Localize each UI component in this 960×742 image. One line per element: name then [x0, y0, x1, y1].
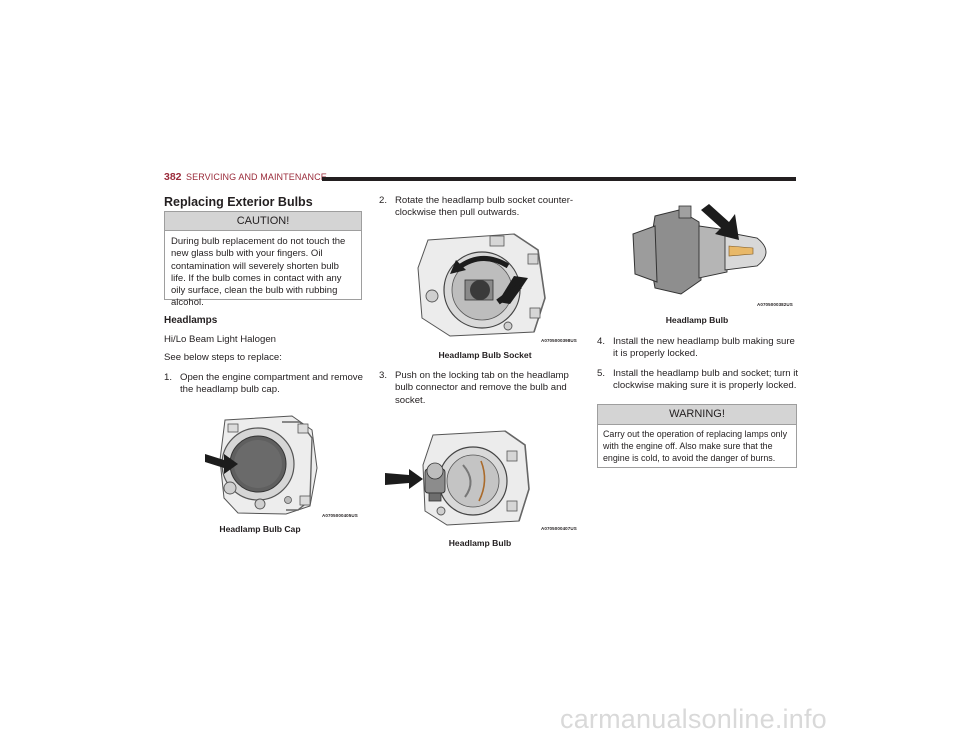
- header-rule: [322, 177, 796, 181]
- figure-code: A0705000405US: [322, 513, 358, 518]
- step-number: 4.: [597, 336, 606, 347]
- figure-code: A0705000382US: [757, 302, 793, 307]
- page-heading: Replacing Exterior Bulbs: [164, 195, 313, 209]
- watermark: carmanualsonline.info: [560, 704, 827, 734]
- figure-code: A0705000398US: [541, 338, 577, 343]
- headlamps-subheading: Headlamps: [164, 315, 218, 326]
- step-2: 2. Rotate the headlamp bulb socket count…: [379, 195, 581, 220]
- step-text: Install the new headlamp bulb making sur…: [613, 336, 795, 360]
- warning-box: WARNING! Carry out the operation of repl…: [597, 404, 797, 468]
- caution-title: CAUTION!: [165, 212, 361, 231]
- intro-steps-lead: See below steps to replace:: [164, 352, 282, 363]
- caution-text: During bulb replacement do not touch the…: [171, 236, 346, 309]
- section-title: SERVICING AND MAINTENANCE: [186, 171, 327, 182]
- step-1: 1. Open the engine compartment and remov…: [164, 372, 366, 397]
- figure-caption: Headlamp Bulb Socket: [438, 350, 532, 360]
- page-number: 382: [164, 171, 182, 183]
- caution-box: CAUTION! During bulb replacement do not …: [164, 211, 362, 308]
- step-text: Install the headlamp bulb and socket; tu…: [613, 368, 799, 392]
- figure-caption: Headlamp Bulb Cap: [219, 524, 301, 534]
- step-text: Rotate the headlamp bulb socket counter-…: [395, 195, 574, 219]
- figure-caption: Headlamp Bulb: [448, 538, 512, 548]
- step-number: 5.: [597, 368, 606, 379]
- step-text: Open the engine compartment and remove t…: [180, 372, 363, 396]
- warning-title: WARNING!: [598, 405, 796, 425]
- figure-code: A0705000407US: [541, 526, 577, 531]
- step-4: 4. Install the new headlamp bulb making …: [597, 336, 799, 361]
- step-number: 3.: [379, 370, 388, 381]
- warning-text: Carry out the operation of replacing lam…: [603, 429, 788, 463]
- headlamp-bulb-figure: [632, 204, 767, 295]
- step-3: 3. Push on the locking tab on the headla…: [379, 370, 581, 407]
- step-number: 2.: [379, 195, 388, 206]
- headlamp-bulb-cap-figure: [205, 415, 318, 515]
- headlamp-bulb-socket-figure: [417, 233, 546, 337]
- intro-bulb-type: Hi/Lo Beam Light Halogen: [164, 334, 276, 345]
- step-5: 5. Install the headlamp bulb and socket;…: [597, 368, 799, 393]
- figure-caption: Headlamp Bulb: [665, 315, 729, 325]
- headlamp-bulb-removal-figure: [385, 430, 530, 526]
- step-number: 1.: [164, 372, 173, 383]
- step-text: Push on the locking tab on the headlamp …: [395, 370, 569, 406]
